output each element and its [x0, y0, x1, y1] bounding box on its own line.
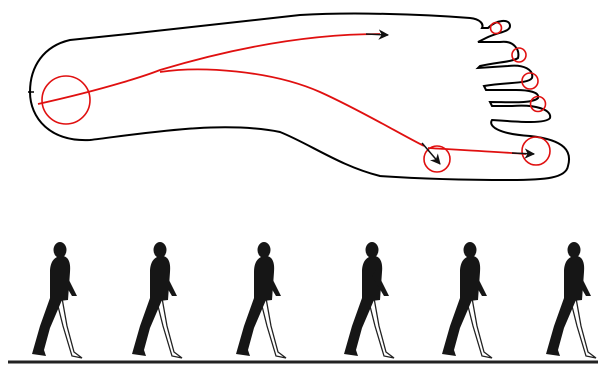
gait-frame-3 [235, 241, 287, 359]
metatarsal-medial-pressure-point [521, 136, 551, 166]
gait-frame-4 [343, 241, 395, 359]
heel-pressure-point [41, 75, 91, 125]
metatarsal-lateral-pressure-point [423, 145, 451, 173]
transverse-path-arrow [511, 148, 536, 159]
foot-outline [28, 12, 570, 182]
gait-frame-5 [441, 241, 493, 359]
toe-1-pressure-point [489, 21, 503, 35]
gait-frame-2 [131, 241, 183, 359]
medial-path-arrow [365, 29, 390, 40]
toe-4-pressure-point [529, 95, 547, 113]
lateral-path [159, 68, 425, 147]
lateral-path-arrow [421, 142, 441, 165]
toe-2-pressure-point [511, 47, 527, 63]
gait-frame-1 [31, 241, 83, 359]
toe-3-pressure-point [521, 72, 539, 90]
transverse-path [427, 147, 527, 155]
medial-path [37, 33, 381, 105]
gait-frame-6 [545, 241, 597, 359]
